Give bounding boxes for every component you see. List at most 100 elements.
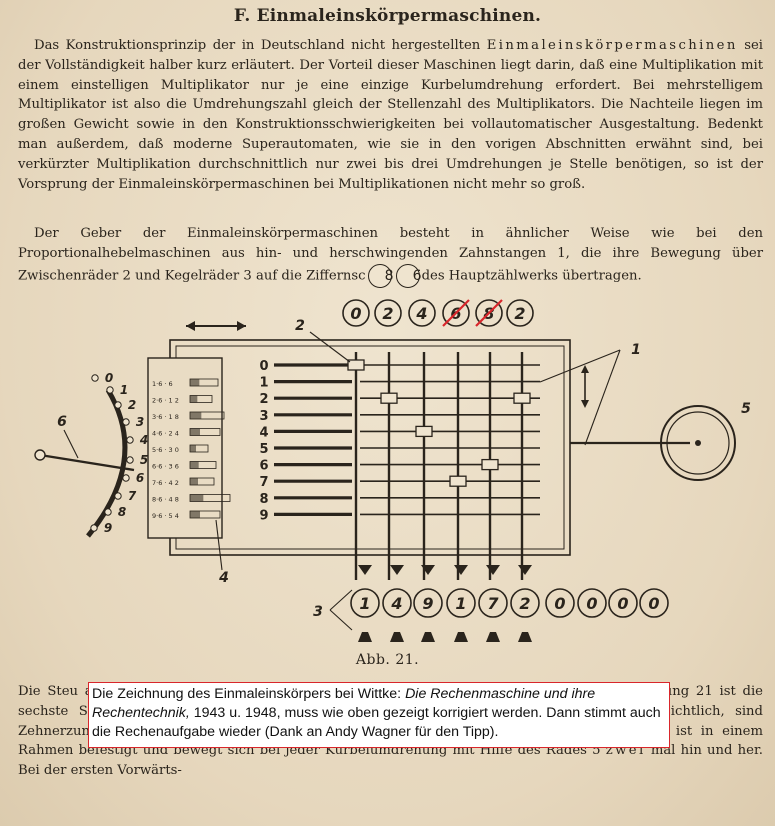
tongue-hatch [190, 494, 204, 502]
callout-6: 6 [57, 414, 67, 430]
bevel-gear-bottom [518, 632, 532, 642]
row-label: 6 [259, 459, 268, 474]
tongue-hatch [190, 428, 200, 436]
tongue-hatch [190, 445, 196, 452]
leader-line [329, 609, 353, 631]
correction-digit-circle: 6 [395, 263, 422, 288]
counter-wheel [639, 588, 669, 618]
counter-digit: 1 [455, 594, 466, 613]
table-block [147, 357, 223, 539]
counter-wheel [350, 588, 380, 618]
table-label: 3·6 · 1 8 [152, 413, 179, 421]
arrow-head-down [581, 400, 589, 408]
note-text-2: 1943 u. 1948, muss wie oben gezeigt korr… [92, 705, 661, 740]
leader-line [63, 429, 79, 459]
callout-1: 1 [631, 342, 641, 358]
selector-label: 9 [104, 521, 112, 535]
selector-stop [126, 436, 134, 444]
table-label: 1·6 · 6 [152, 380, 173, 388]
drive-wheel [660, 405, 736, 481]
bevel-gear-bottom [390, 632, 404, 642]
result-digit-circle [506, 299, 534, 327]
arrow-head-left [186, 321, 195, 331]
table-label: 6·6 · 3 6 [152, 463, 179, 471]
strike-mark [442, 299, 470, 327]
row-label: 9 [259, 508, 268, 523]
table-label: 7·6 · 4 2 [152, 479, 179, 487]
result-digit: 4 [415, 304, 427, 323]
selector-lever [39, 453, 135, 472]
selector-stop [122, 418, 130, 426]
counter-wheel [545, 588, 575, 618]
selector-stop [126, 456, 134, 464]
selector-stop [90, 524, 98, 532]
paragraph-intro: Das Konstruktionsprinzip der in Deutschl… [18, 36, 763, 194]
tongue-hatch [190, 395, 198, 403]
bevel-gear-top [486, 565, 500, 575]
arrow-head-up [581, 365, 589, 373]
selector-label: 0 [105, 371, 113, 385]
tongue-hatch [190, 511, 200, 518]
callout-4: 4 [218, 570, 229, 586]
selector-stop [122, 474, 130, 482]
leader-line [215, 519, 223, 571]
result-digit-circle [342, 299, 370, 327]
paragraph-geber: Der Geber der Einmaleinskörpermaschinen … [18, 224, 763, 288]
counter-wheel [510, 588, 540, 618]
result-digit-circle [374, 299, 402, 327]
counter-digit: 0 [617, 594, 628, 613]
counter-digit: 7 [487, 594, 499, 613]
slider [380, 392, 398, 404]
result-digit: 0 [350, 304, 361, 323]
figure-caption: Abb. 21. [355, 652, 420, 668]
leader-line [329, 589, 353, 611]
selector-label: 7 [128, 489, 137, 503]
selector-stop [114, 492, 122, 500]
counter-digit: 4 [390, 594, 402, 613]
bevel-gear-top [390, 565, 404, 575]
selector-label: 3 [136, 415, 144, 429]
tongue-hatch [190, 412, 202, 419]
row-label: 0 [259, 359, 268, 374]
arrow-head-right [237, 321, 246, 331]
bevel-gear-top [518, 565, 532, 575]
leader-line [539, 349, 621, 383]
result-digit-circle [408, 299, 436, 327]
row-label: 1 [259, 376, 268, 391]
lever-handle [34, 449, 46, 461]
table-label: 4·6 · 2 4 [152, 430, 179, 438]
counter-digit: 2 [519, 594, 530, 613]
callout-3: 3 [313, 604, 323, 620]
paragraph-geber-text: Der Geber der Einmaleinskörpermaschinen … [18, 226, 763, 284]
table-label: 9·6 · 5 4 [152, 512, 179, 520]
selector-label: 8 [118, 505, 126, 519]
result-digit: 2 [514, 304, 525, 323]
row-label: 3 [259, 409, 268, 424]
counter-wheel [446, 588, 476, 618]
row-label: 4 [259, 425, 268, 440]
table-label: 8·6 · 4 8 [152, 496, 179, 504]
result-digit: 2 [382, 304, 393, 323]
slider [347, 359, 365, 371]
slider [415, 425, 433, 438]
row-label: 7 [259, 475, 268, 490]
paragraph-intro-text: Das Konstruktionsprinzip der in Deutschl… [34, 38, 487, 53]
correction-note: Die Zeichnung des Einmaleinskörpers bei … [88, 682, 670, 748]
tongue-hatch [190, 461, 199, 469]
diagram-svg: 0246821·6 · 62·6 · 1 23·6 · 1 84·6 · 2 4… [34, 299, 751, 642]
slider [481, 458, 499, 471]
counter-wheel [413, 588, 443, 618]
paragraph-steuerung-text-2: mal hin und her. Bei der ersten Vorwärts… [18, 743, 763, 779]
correction-digit-circle: 8 [367, 263, 394, 288]
counter-digit: 0 [554, 594, 565, 613]
bevel-gear-bottom [454, 632, 468, 642]
note-book-title: Die Rechenmaschine und ihre Rechentechni… [92, 686, 596, 721]
drive-wheel-inner [666, 411, 730, 475]
machine-diagram: 0246821·6 · 62·6 · 1 23·6 · 1 84·6 · 2 4… [0, 290, 775, 680]
selector-stop [106, 386, 114, 394]
selector-label: 5 [140, 453, 148, 467]
result-digit-circle [475, 299, 503, 327]
bevel-gear-top [358, 565, 372, 575]
callout-2: 2 [295, 318, 305, 334]
